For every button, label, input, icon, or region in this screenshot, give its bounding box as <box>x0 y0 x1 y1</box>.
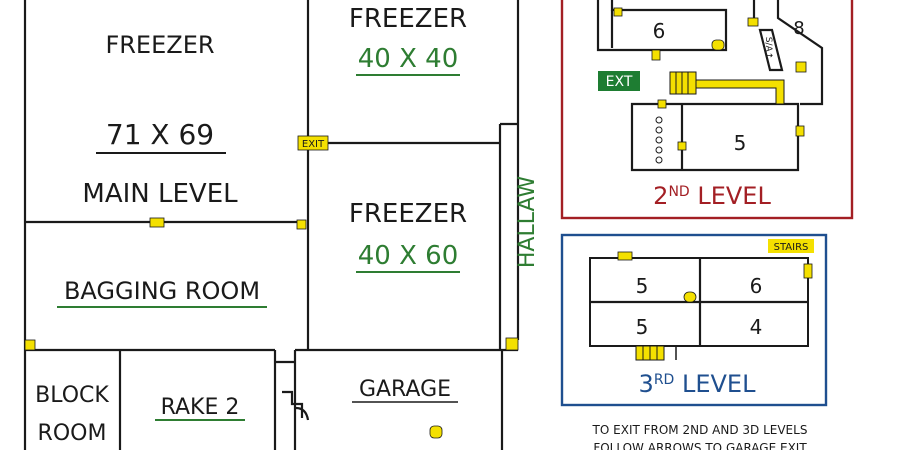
level2-border <box>560 0 854 220</box>
level3-stairs-tag <box>768 239 814 253</box>
door-block-room <box>24 339 36 351</box>
level2-room-5: 5 <box>734 131 747 155</box>
block-room-line1: BLOCK <box>35 383 109 408</box>
level3-border <box>560 233 828 407</box>
level2-panel: EXT S/A↑ 6 8 5 2ND LEVEL <box>560 0 854 220</box>
level2-exit-sign <box>598 71 640 91</box>
level2-door-a <box>613 7 623 17</box>
freezer-a-label: FREEZER <box>349 4 467 34</box>
level3-room-tr: 6 <box>750 274 763 298</box>
level2-door-c <box>711 39 725 51</box>
level2-rack-circles <box>655 116 663 164</box>
main-level-label: MAIN LEVEL <box>82 179 238 209</box>
level3-title: 3RD LEVEL <box>639 370 757 398</box>
door-bagging-room <box>149 217 165 228</box>
main-level-walls <box>23 0 520 450</box>
level3-door-top <box>617 251 633 261</box>
door-hallway-end <box>505 337 519 351</box>
level2-door-d <box>651 49 661 61</box>
level2-door-g <box>795 125 805 137</box>
level2-exit-text: EXT <box>606 74 633 90</box>
level2-door-h <box>677 141 687 151</box>
level3-stairs <box>635 345 677 361</box>
door-freezer-b <box>296 219 307 230</box>
freezer-b-size: 40 X 60 <box>358 241 459 271</box>
bagging-room-label: BAGGING ROOM <box>64 277 260 305</box>
freezer-b-label: FREEZER <box>349 199 467 229</box>
level3-room-br: 4 <box>750 315 763 339</box>
level3-panel: STAIRS 5 6 5 4 3RD LEVEL <box>560 233 828 407</box>
rake-label: RAKE 2 <box>161 395 240 420</box>
exit-note-line1: TO EXIT FROM 2ND AND 3D LEVELS <box>592 423 808 437</box>
main-level-doors <box>24 217 519 439</box>
level2-title: 2ND LEVEL <box>653 182 771 210</box>
garage-label: GARAGE <box>359 377 451 402</box>
exit-note-line2: FOLLOW ARROWS TO GARAGE EXIT <box>593 441 807 450</box>
level2-room-6: 6 <box>653 19 666 43</box>
freezer-a-size: 40 X 40 <box>358 44 459 74</box>
block-room-line2: ROOM <box>38 421 107 446</box>
level3-door-mid <box>683 291 697 303</box>
level3-room-bl: 5 <box>636 315 649 339</box>
level2-door-f <box>795 61 807 73</box>
hallway-label: HALLAW <box>515 176 540 268</box>
level3-stairs-label: STAIRS <box>774 242 809 253</box>
level2-door-e <box>657 99 667 109</box>
level2-door-b <box>747 17 759 27</box>
level2-stair-tag: S/A↑ <box>763 37 773 59</box>
freezer-main-label: FREEZER <box>105 31 214 59</box>
door-garage <box>429 425 443 439</box>
freezer-main-size: 71 X 69 <box>106 118 214 151</box>
main-exit-text: EXIT <box>302 139 325 150</box>
level3-door-right <box>803 263 813 279</box>
level2-stairs <box>669 71 697 95</box>
level3-room-tl: 5 <box>636 274 649 298</box>
level2-room-8: 8 <box>793 18 804 39</box>
level2-exit-path-arrow <box>695 79 785 105</box>
main-exit-sign: EXIT <box>297 135 329 151</box>
